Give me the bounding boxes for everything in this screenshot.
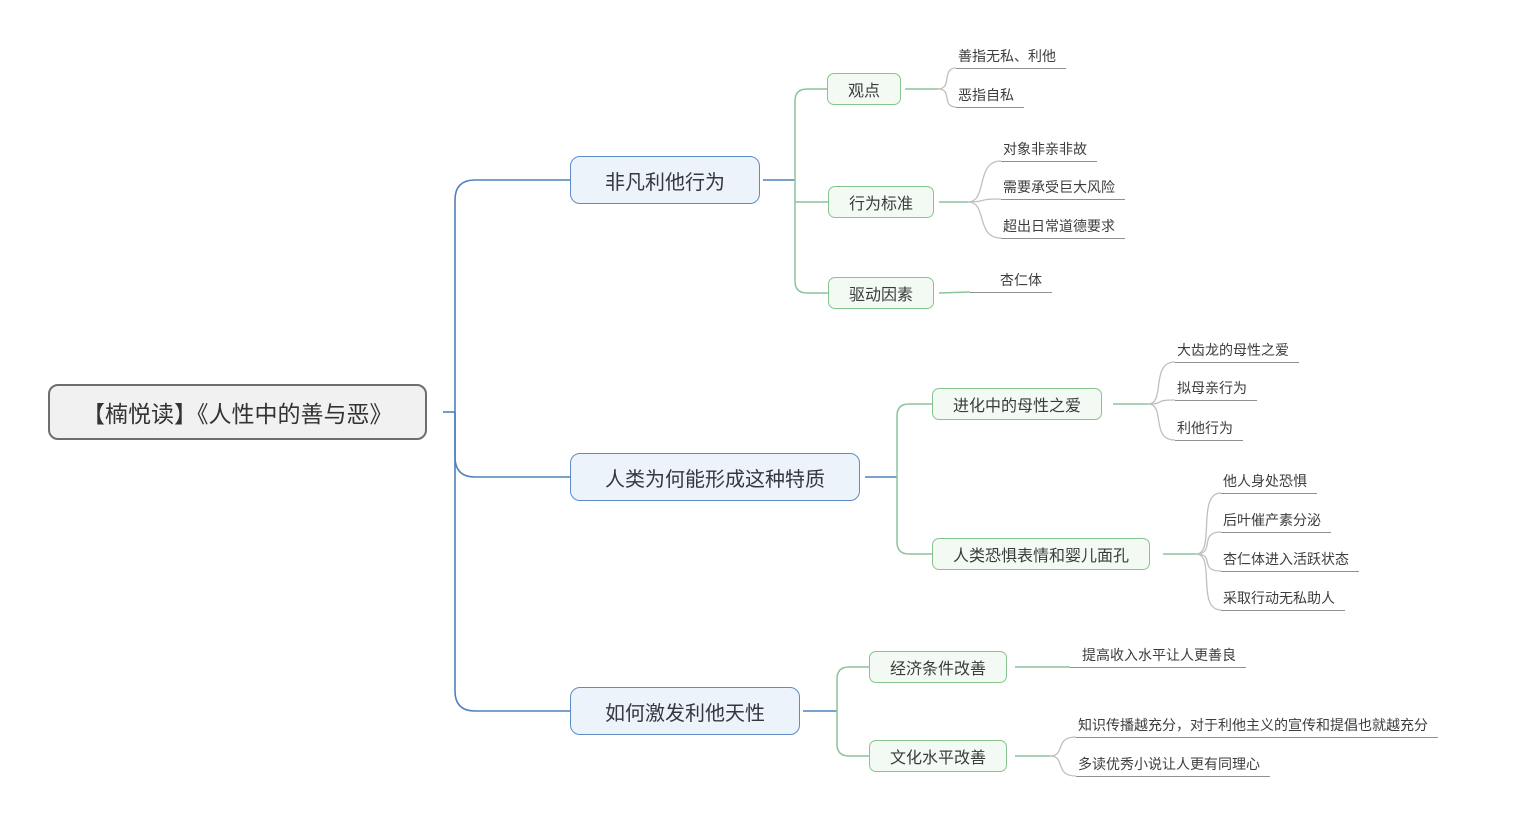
leaf-novels-empathy[interactable]: 多读优秀小说让人更有同理心 <box>1076 755 1270 777</box>
branch-node-extraordinary-altruism[interactable]: 非凡利他行为 <box>570 156 760 204</box>
leaf-higher-income-kinder[interactable]: 提高收入水平让人更善良 <box>1070 646 1246 668</box>
leaf-amygdala[interactable]: 杏仁体 <box>970 271 1052 293</box>
child-node-behavior-standard[interactable]: 行为标准 <box>828 186 935 218</box>
child-node-maternal-love-evolution[interactable]: 进化中的母性之爱 <box>932 388 1103 420</box>
root-branch-connectors <box>443 179 897 712</box>
leaf-target-stranger[interactable]: 对象非亲非故 <box>1001 140 1097 162</box>
branch-node-how-to-inspire[interactable]: 如何激发利他天性 <box>570 687 800 735</box>
child-node-economic-improvement[interactable]: 经济条件改善 <box>869 651 1008 683</box>
root-node[interactable]: 【楠悦读】《人性中的善与恶》 <box>48 384 427 440</box>
leaf-act-selflessly-help[interactable]: 采取行动无私助人 <box>1221 589 1345 611</box>
branch-node-why-trait-formed[interactable]: 人类为何能形成这种特质 <box>570 453 860 501</box>
leaf-beyond-daily-morality[interactable]: 超出日常道德要求 <box>1001 217 1125 239</box>
leaf-bear-huge-risk[interactable]: 需要承受巨大风险 <box>1001 178 1125 200</box>
leaf-amygdala-active[interactable]: 杏仁体进入活跃状态 <box>1221 550 1359 572</box>
leaf-others-in-fear[interactable]: 他人身处恐惧 <box>1221 472 1317 494</box>
leaf-good-means-selfless[interactable]: 善指无私、利他 <box>956 47 1066 69</box>
leaf-cynodont-maternal-love[interactable]: 大齿龙的母性之爱 <box>1175 341 1299 363</box>
leaf-evil-means-selfish[interactable]: 恶指自私 <box>956 86 1024 108</box>
child-leaf-connectors <box>937 67 1222 777</box>
child-node-cultural-improvement[interactable]: 文化水平改善 <box>869 740 1008 772</box>
child-node-driving-factor[interactable]: 驱动因素 <box>828 277 935 309</box>
leaf-altruistic-behavior[interactable]: 利他行为 <box>1175 419 1243 441</box>
child-node-fear-expression-baby-face[interactable]: 人类恐惧表情和婴儿面孔 <box>932 538 1151 570</box>
leaf-quasi-maternal-behavior[interactable]: 拟母亲行为 <box>1175 379 1257 401</box>
branch-child-connectors <box>794 88 1196 757</box>
leaf-oxytocin-secretion[interactable]: 后叶催产素分泌 <box>1221 511 1331 533</box>
child-node-viewpoint[interactable]: 观点 <box>827 73 902 105</box>
leaf-knowledge-spread-altruism[interactable]: 知识传播越充分，对于利他主义的宣传和提倡也就越充分 <box>1076 716 1438 738</box>
